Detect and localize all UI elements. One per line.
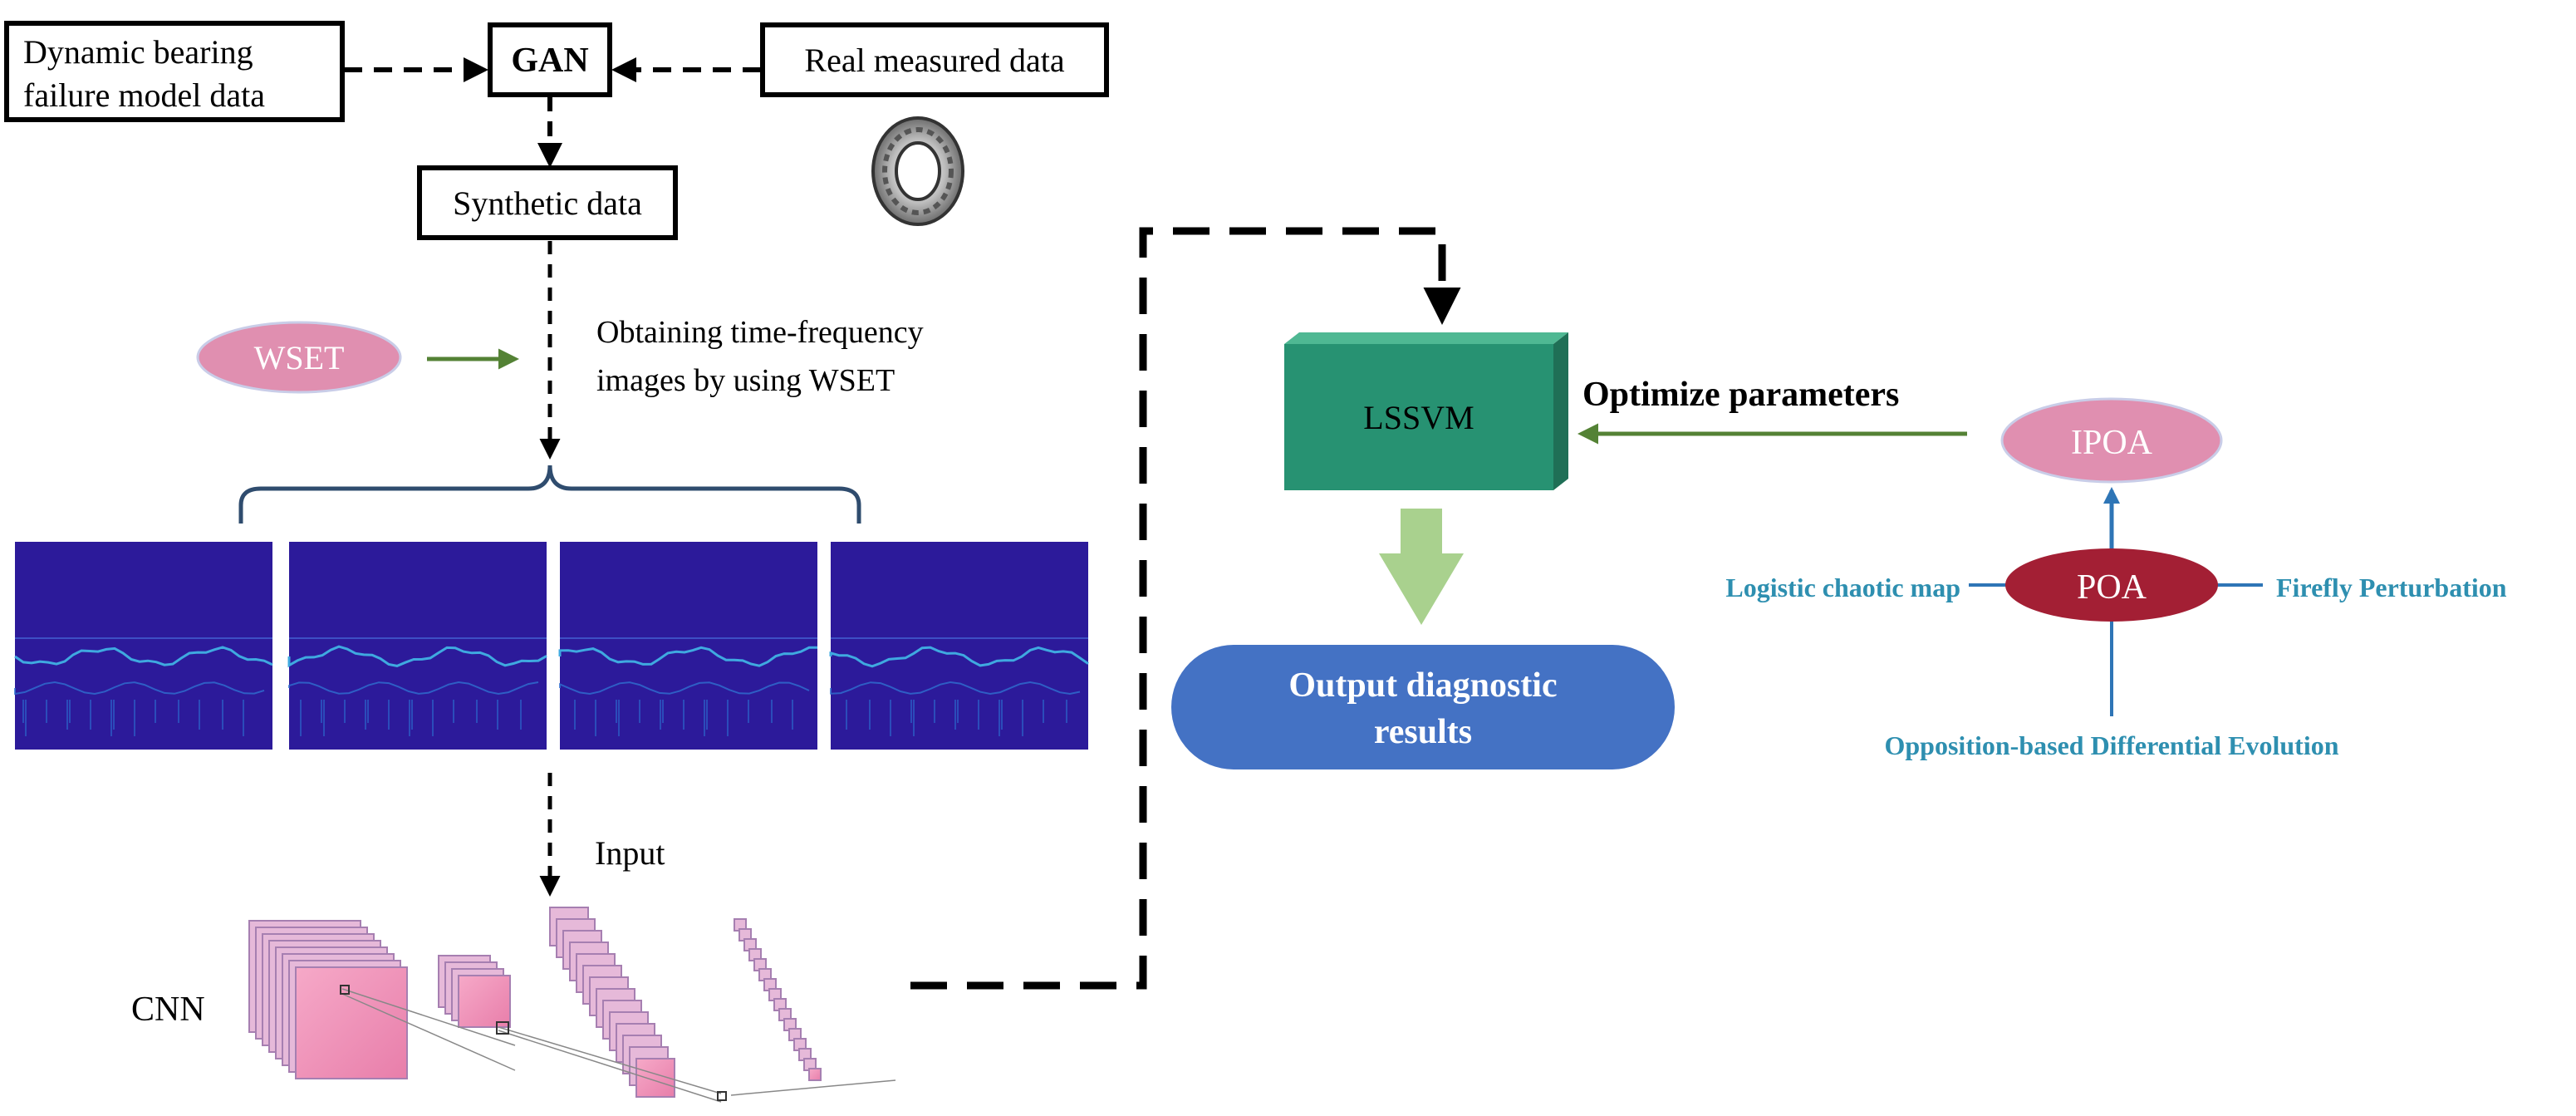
cnn-layer-2 [438,955,511,1028]
wset-desc-line1: Obtaining time-frequency [596,315,924,350]
opposition-label: Opposition-based Differential Evolution [1884,730,2338,760]
gan-label: GAN [511,42,588,80]
optimize-label: Optimize parameters [1582,376,1899,414]
cnn-connection-line [341,988,516,1046]
firefly-label: Firefly Perturbation [2276,573,2507,602]
logistic-label: Logistic chaotic map [1725,573,1960,602]
model-data-line2: failure model data [23,76,265,114]
output-ellipse: Output diagnostic results [1171,645,1675,769]
lssvm-box: LSSVM [1284,332,1568,490]
model-data-line1: Dynamic bearing [23,33,253,71]
cnn-layer-3 [549,907,675,1098]
spectrogram-brace [238,465,861,524]
cnn-connection-line [341,993,516,1071]
model-data-box: Dynamic bearing failure model data [4,21,345,122]
cnn-connection-line [498,1030,722,1103]
cnn-label: CNN [131,991,205,1029]
ipoa-ellipse: IPOA [2000,397,2223,484]
cnn-layers [248,907,896,1103]
ipoa-label: IPOA [2071,424,2153,462]
spectrogram-panel [829,542,1089,750]
wset-ellipse: WSET [196,321,402,394]
lssvm-to-output-arrow [1379,509,1464,625]
cnn-kernel [496,1021,509,1035]
cnn-kernel [717,1091,727,1101]
spectrogram-panels [14,542,1089,750]
poa-label: POA [2077,568,2147,607]
bearing-icon [871,116,964,226]
cnn-kernel [340,985,350,995]
cnn-layer-4 [734,918,822,1081]
synthetic-label: Synthetic data [453,184,642,222]
input-label: Input [595,834,665,872]
wset-desc-line2: images by using WSET [596,363,895,398]
output-line2: results [1374,713,1472,751]
cnn-connection-line [730,1079,896,1096]
spectrogram-panel [287,542,547,750]
output-line1: Output diagnostic [1288,666,1557,705]
cnn-layer-1 [248,920,408,1079]
real-data-box: Real measured data [760,22,1109,97]
lssvm-label: LSSVM [1363,399,1474,436]
gan-box: GAN [488,22,612,97]
wset-label: WSET [254,339,345,376]
cnn-connection-line [498,1026,722,1094]
spectrogram-panel [558,542,818,750]
synthetic-data-box: Synthetic data [417,165,678,240]
arrow-cnn-to-lssvm [910,227,1461,990]
spectrogram-panel [14,542,273,750]
real-data-label: Real measured data [804,42,1064,79]
poa-ellipse: POA [2005,548,2218,622]
